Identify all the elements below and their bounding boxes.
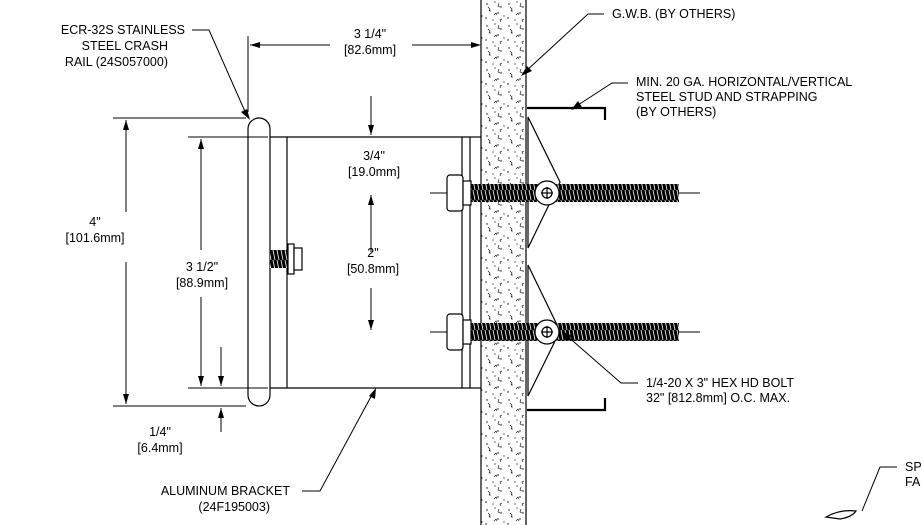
label-bolt-1: 1/4-20 X 3" HEX HD BOLT bbox=[646, 376, 794, 390]
steel-stud bbox=[527, 106, 607, 412]
label-bracket-2: (24F195003) bbox=[198, 500, 270, 514]
leader-partial-callout bbox=[824, 466, 897, 520]
dimension-height bbox=[113, 117, 246, 407]
dim-gap-in: 1/4" bbox=[149, 425, 171, 439]
dimension-gap bbox=[218, 347, 224, 432]
dim-bracket-mm: [88.9mm] bbox=[176, 276, 228, 290]
dimension-bolt-spacing bbox=[368, 96, 374, 330]
dim-spacing-in: 2" bbox=[367, 246, 378, 260]
rail-stud bbox=[270, 243, 303, 275]
label-partial-2: FA bbox=[905, 475, 921, 489]
dim-gap-mm: [6.4mm] bbox=[137, 441, 182, 455]
crash-rail bbox=[247, 117, 271, 407]
dimension-depth bbox=[247, 36, 481, 112]
leader-bracket bbox=[302, 388, 376, 492]
dimension-bracket bbox=[188, 136, 268, 389]
dim-height-in: 4" bbox=[89, 215, 100, 229]
dim-depth-in: 3 1/4" bbox=[354, 27, 386, 41]
dim-depth-mm: [82.6mm] bbox=[344, 43, 396, 57]
dim-offset-mm: [19.0mm] bbox=[348, 165, 400, 179]
dim-bracket-in: 3 1/2" bbox=[186, 260, 218, 274]
leader-bolt bbox=[562, 331, 638, 384]
label-crash-rail-1: ECR-32S STAINLESS bbox=[61, 23, 185, 37]
leader-crash-rail bbox=[192, 29, 250, 120]
label-bolt-2: 32" [812.8mm] O.C. MAX. bbox=[646, 391, 790, 405]
bolt-centerlines bbox=[430, 192, 700, 333]
dim-height-mm: [101.6mm] bbox=[65, 231, 124, 245]
label-bracket-1: ALUMINUM BRACKET bbox=[161, 484, 291, 498]
leader-gwb bbox=[521, 13, 604, 76]
dim-offset-in: 3/4" bbox=[363, 149, 385, 163]
label-stud-1: MIN. 20 GA. HORIZONTAL/VERTICAL bbox=[636, 75, 852, 89]
label-crash-rail-3: RAIL (24S057000) bbox=[65, 55, 168, 69]
gwb-wall bbox=[480, 0, 527, 525]
dim-spacing-mm: [50.8mm] bbox=[347, 262, 399, 276]
wall-anchor-upper bbox=[446, 116, 679, 249]
label-crash-rail-2: STEEL CRASH bbox=[82, 39, 168, 53]
label-stud-2: STEEL STUD AND STRAPPING bbox=[636, 90, 818, 104]
label-partial-1: SP bbox=[905, 460, 922, 474]
wall-anchor-lower bbox=[446, 264, 679, 397]
leader-stud bbox=[571, 82, 628, 110]
label-gwb: G.W.B. (BY OTHERS) bbox=[612, 7, 735, 21]
label-stud-3: (BY OTHERS) bbox=[636, 105, 716, 119]
